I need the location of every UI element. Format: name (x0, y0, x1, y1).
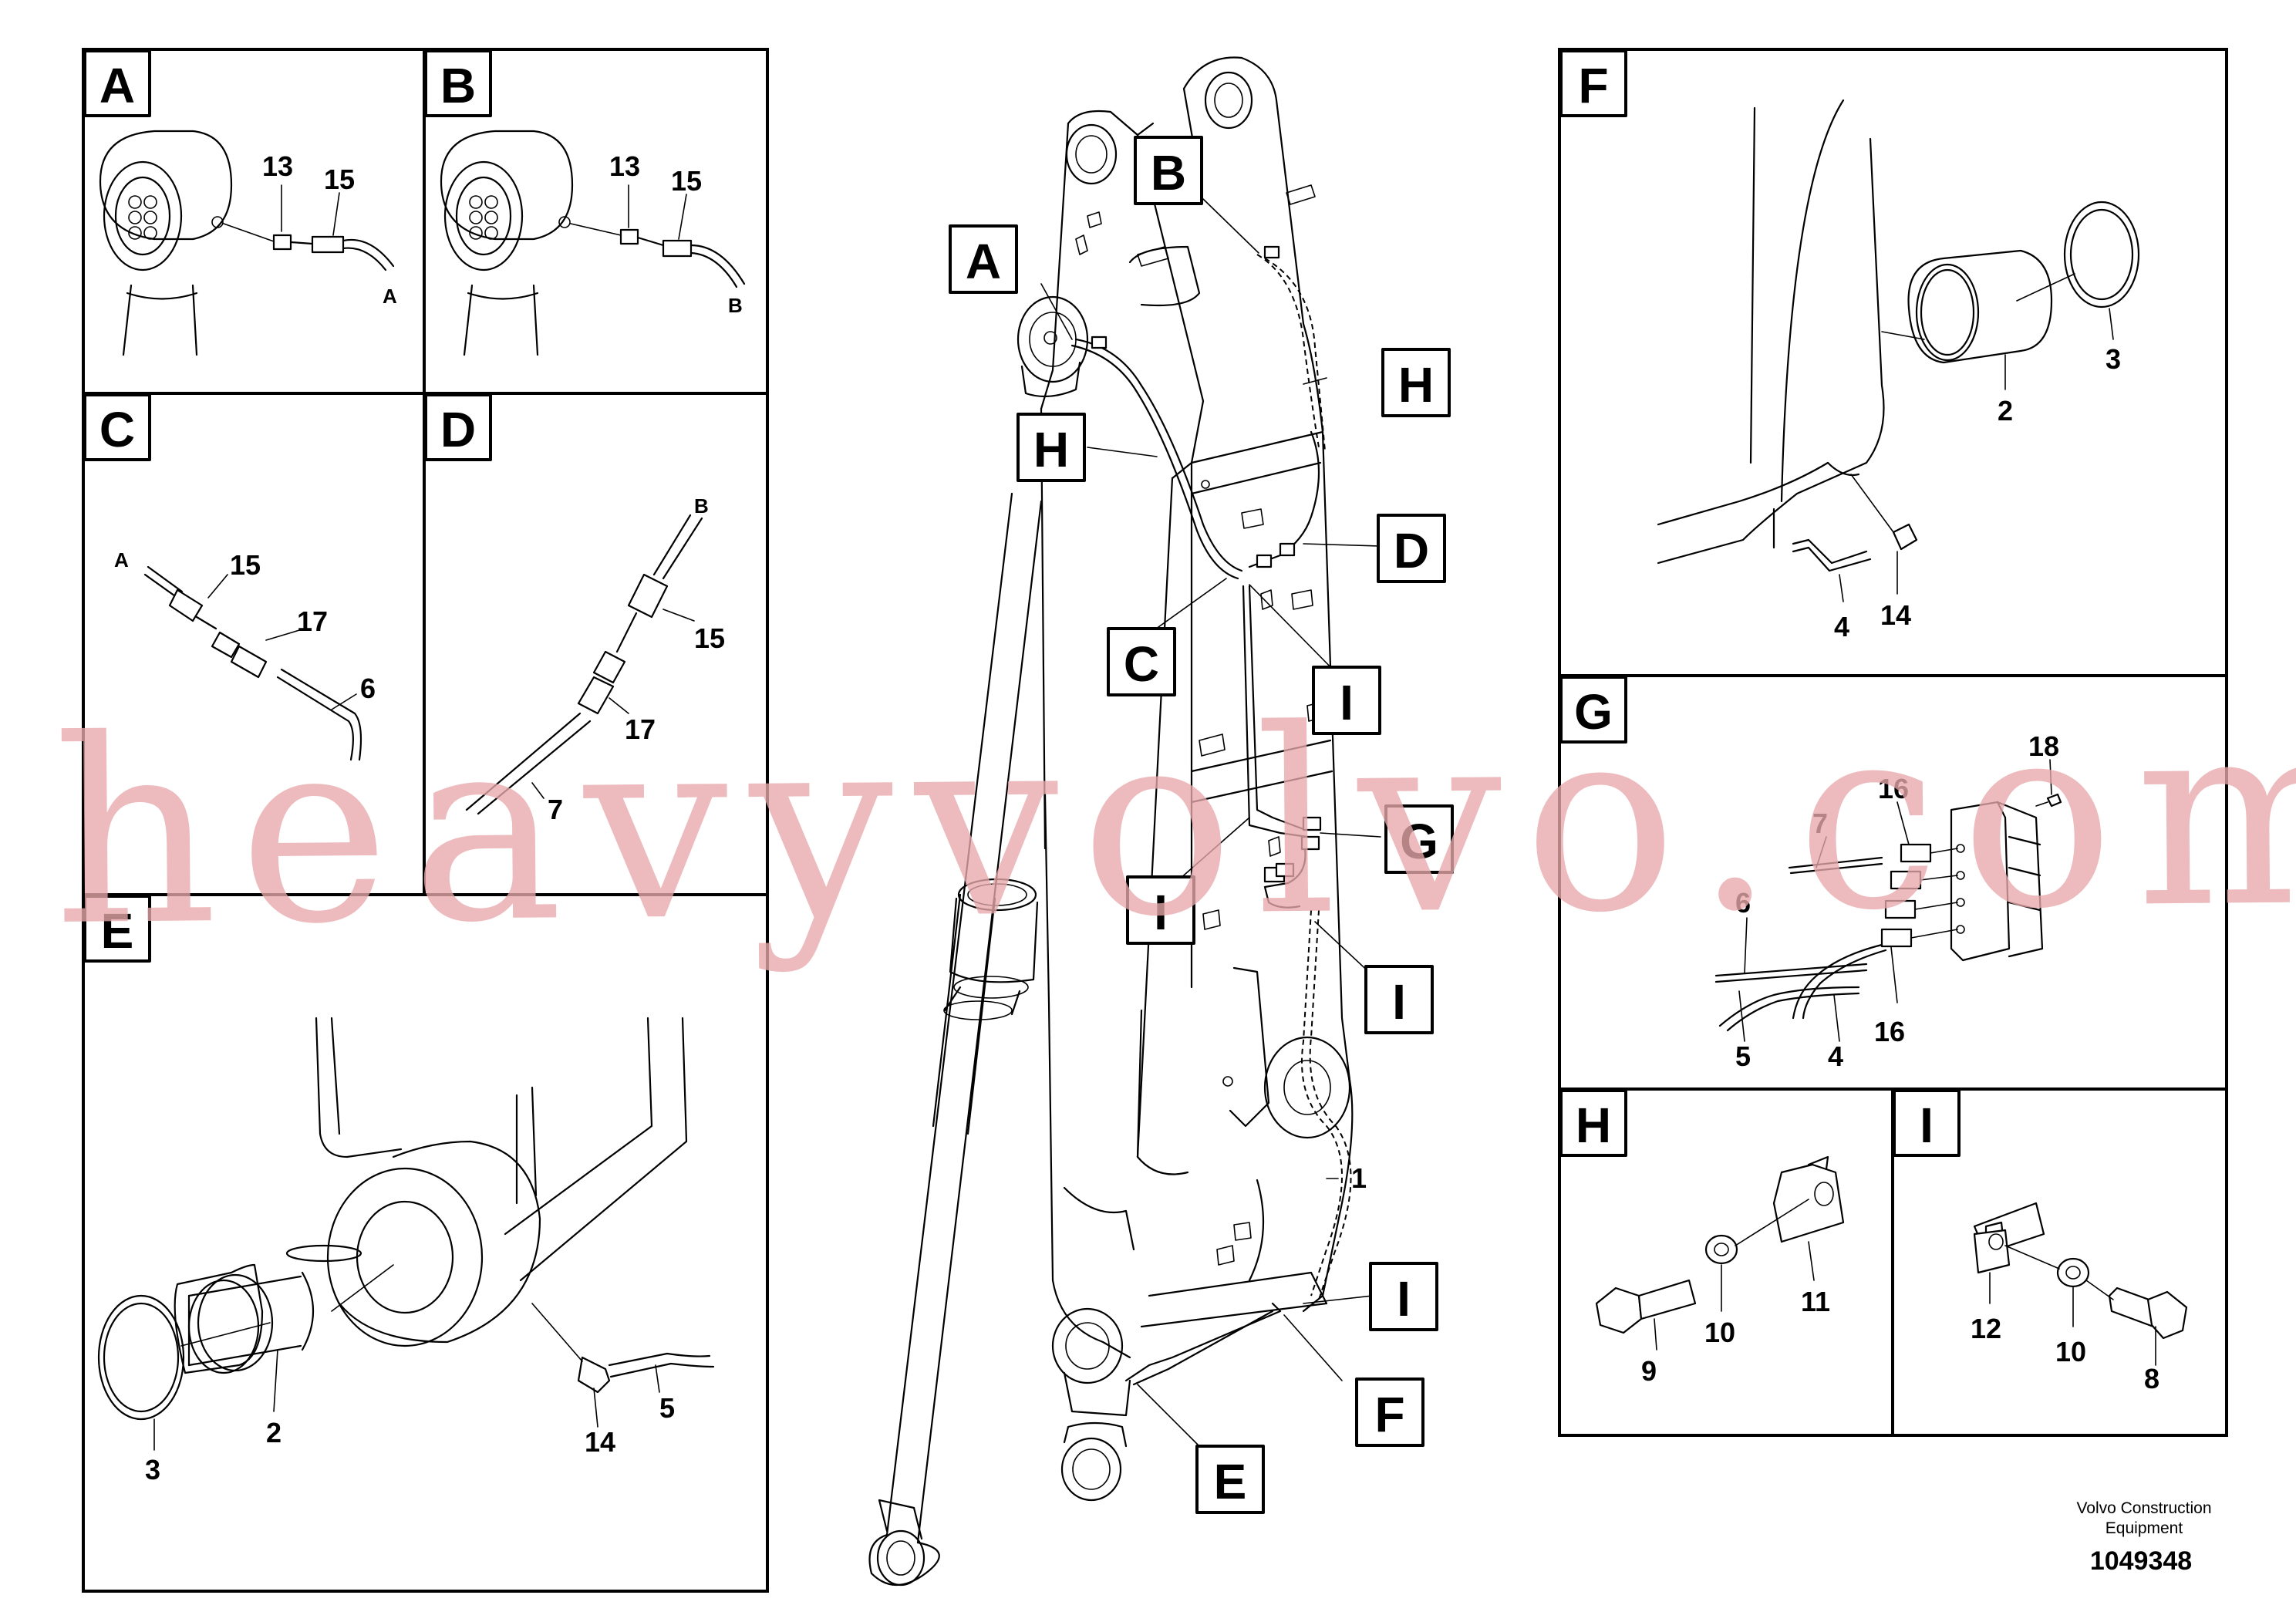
part-label-g-7: 7 (1812, 808, 1828, 839)
callout-h-upper: H (1398, 357, 1434, 413)
panel-letter-boxes: A B C D E F G H I (83, 49, 1961, 1157)
footer-company-line2: Equipment (2106, 1519, 2183, 1537)
part-label-h-10: 10 (1704, 1317, 1735, 1348)
part-label-g-16b: 16 (1874, 1016, 1905, 1047)
callout-i-4: I (1397, 1271, 1411, 1327)
part-label-main-1: 1 (1351, 1162, 1367, 1194)
right-panel-frames (1558, 48, 2228, 1437)
part-label-f-4: 4 (1834, 611, 1849, 642)
part-label-a-13: 13 (262, 150, 293, 182)
part-label-e-5: 5 (659, 1392, 675, 1424)
callout-e: E (1214, 1454, 1247, 1509)
part-label-a-15: 15 (324, 164, 355, 195)
part-label-d-17: 17 (625, 713, 656, 745)
panel-c-hose-connection: A 15 17 6 (114, 548, 376, 761)
panel-f-boom-foot: 2 3 4 14 (1657, 99, 2140, 642)
panel-label-f: F (1578, 58, 1608, 113)
callout-g: G (1400, 814, 1438, 869)
panel-g-manifold-block: 18 16 7 6 16 4 5 (1714, 730, 2062, 1072)
part-label-d-7: 7 (548, 794, 563, 825)
part-label-b-15: 15 (671, 165, 702, 197)
panel-label-h: H (1576, 1098, 1611, 1153)
callout-i-2: I (1154, 885, 1168, 940)
part-label-i-8: 8 (2144, 1363, 2159, 1394)
part-label-g-4: 4 (1828, 1040, 1843, 1072)
part-label-i-12: 12 (1971, 1313, 2001, 1344)
left-panel-frames (82, 48, 769, 1593)
part-label-g-5: 5 (1735, 1040, 1751, 1072)
part-label-g-16a: 16 (1878, 773, 1909, 804)
part-label-g-18: 18 (2028, 730, 2059, 762)
callout-h-lower: H (1033, 422, 1069, 477)
part-label-f-2: 2 (1998, 395, 2013, 427)
panel-a-cylinder-head: 13 15 A (99, 130, 397, 356)
part-label-e-3: 3 (145, 1454, 160, 1485)
part-label-g-6: 6 (1735, 887, 1751, 919)
panel-e-boom-foot: 2 3 14 5 (97, 1017, 715, 1485)
part-label-e-2: 2 (266, 1417, 282, 1448)
panel-i-clamp-assembly: 12 10 8 (1971, 1202, 2188, 1394)
main-callout-boxes: A B H H D C I G I I I F E (949, 136, 1454, 1514)
footer-company-line1: Volvo Construction (2076, 1499, 2211, 1517)
panel-h-clamp-assembly: 9 10 11 (1595, 1155, 1845, 1387)
panel-label-a: A (99, 58, 135, 113)
panel-d-hose-connection: B 15 17 7 (465, 494, 725, 825)
panel-label-i: I (1920, 1098, 1934, 1153)
callout-c: C (1124, 636, 1159, 692)
part-label-c-17: 17 (297, 605, 328, 637)
part-label-b-end: B (728, 294, 743, 317)
part-label-d-b: B (694, 494, 709, 518)
part-label-i-10: 10 (2055, 1336, 2086, 1367)
panel-label-d: D (440, 402, 476, 457)
panel-b-cylinder-head: 13 15 B (440, 130, 746, 356)
part-label-b-13: 13 (609, 150, 640, 182)
part-label-d-15: 15 (694, 622, 725, 654)
panel-label-g: G (1574, 684, 1613, 740)
part-label-h-11: 11 (1801, 1286, 1830, 1317)
callout-d: D (1394, 523, 1429, 578)
callout-i-1: I (1340, 675, 1354, 730)
part-label-f-14: 14 (1880, 599, 1911, 631)
callout-i-3: I (1392, 974, 1406, 1030)
part-label-h-9: 9 (1641, 1355, 1657, 1387)
footer-block: Volvo Construction Equipment 1049348 (2076, 1499, 2211, 1576)
callout-f: F (1374, 1387, 1404, 1442)
callout-b: B (1151, 145, 1186, 201)
part-label-a-end: A (383, 285, 397, 308)
part-label-f-3: 3 (2106, 343, 2121, 375)
panel-label-e: E (101, 903, 134, 959)
panel-label-b: B (440, 58, 476, 113)
part-label-e-14: 14 (585, 1426, 615, 1458)
panel-label-c: C (99, 402, 135, 457)
part-label-c-6: 6 (360, 673, 376, 704)
watermark: heavyvolvo.com (52, 665, 2296, 982)
part-label-c-15: 15 (230, 549, 261, 581)
footer-reference-number: 1049348 (2090, 1546, 2192, 1576)
callout-a: A (966, 234, 1001, 289)
part-label-c-a: A (114, 548, 129, 572)
